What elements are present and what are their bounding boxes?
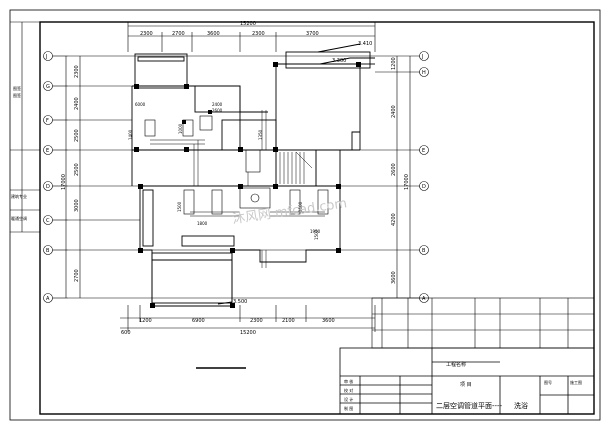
left-dim-3: 2500 [74, 129, 80, 142]
top-dim-5: 3700 [306, 31, 319, 37]
right-dim-3: 2600 [391, 163, 397, 176]
interior-dim-7: 1500 [298, 201, 303, 212]
elevation-top: 3.410 [358, 41, 372, 47]
right-dim-2: 2400 [391, 105, 397, 118]
left-dim-6: 2700 [74, 269, 80, 282]
interior-dim-1: 6000 [135, 102, 146, 107]
right-dim-1: 1200 [391, 57, 397, 70]
left-dim-2: 2400 [74, 97, 80, 110]
stair-hatch [275, 149, 317, 187]
margin-label-2: 图签 [13, 92, 21, 98]
right-total-dim: 17000 [404, 174, 410, 190]
right-dim-4: 4200 [391, 213, 397, 226]
drawing-title: 二层空调管道平面 [436, 401, 492, 410]
designer-label: 设 计 [344, 396, 353, 402]
top-total-dim: 15200 [240, 21, 256, 27]
axis-left-B: B [46, 248, 50, 254]
checker-label: 校 对 [344, 387, 353, 393]
interior-dim-10: 1950 [310, 229, 321, 234]
interior-dimensions: 6000 2400 2600 1400 1000 1500 1500 1800 … [128, 102, 321, 240]
bottom-left-dim: 600 [121, 330, 131, 336]
left-margin-strip: 图签 图签 建筑专业 暖通空调 [10, 21, 40, 233]
title-block: 工程名称 项 目 审 核 校 对 设 计 制 图 二层空调管道平面 ---- 洗… [339, 347, 595, 415]
item-label: 项 目 [460, 382, 472, 388]
interior-dim-11: 1350 [258, 129, 263, 140]
bottom-dim-1: 1200 [139, 318, 152, 324]
axis-right-B: B [422, 248, 426, 254]
elevation-bottom: 3.500 [233, 299, 247, 305]
axis-left-E: E [46, 148, 49, 154]
interior-dim-2: 2400 [212, 102, 223, 107]
left-total-dim: 17000 [61, 174, 67, 190]
margin-label-1: 图签 [13, 85, 21, 91]
top-dim-1: 2300 [140, 31, 153, 37]
bottom-dimensions: 1200 6900 2300 2100 3600 15200 600 [120, 305, 376, 336]
drawing-title-dashes: ---- [492, 402, 503, 410]
reviewer-label: 审 核 [344, 378, 353, 384]
elevation-labels: 3.410 3.300 3.500 [233, 41, 372, 305]
axis-left-D: D [46, 184, 50, 190]
axis-left-A: A [46, 296, 50, 302]
axis-right-J: J [421, 54, 423, 60]
interior-dim-3: 2600 [212, 108, 223, 113]
axis-right-H: H [422, 70, 426, 76]
bottom-total-dim: 15200 [240, 330, 256, 336]
bottom-dim-5: 3600 [322, 318, 335, 324]
bottom-dim-3: 2300 [250, 318, 263, 324]
project-label: 工程名称 [446, 361, 466, 368]
drawing-name: 洗浴 [514, 401, 528, 410]
axis-left-J: J [45, 54, 47, 60]
right-axes: J H E D B A 1200 2400 2600 4200 3600 170… [375, 51, 429, 303]
top-dim-3: 3600 [207, 31, 220, 37]
interior-dim-9: 1500 [314, 229, 319, 240]
sheet-border [9, 9, 601, 421]
top-dim-2: 2700 [172, 31, 185, 37]
stage-value: 图号 [544, 379, 552, 385]
interior-dim-4: 1400 [128, 129, 133, 140]
drawing-frame [39, 21, 595, 415]
axis-left-F: F [46, 118, 49, 124]
watermark: 沐风网 mfcad.com [231, 196, 348, 227]
drafter-label: 制 图 [344, 405, 353, 411]
stage-label: 施工图 [570, 379, 582, 385]
left-dimensions: 17000 2300 2400 2500 2500 3000 2700 [61, 56, 81, 298]
left-dim-1: 2300 [74, 65, 80, 78]
ducts [150, 110, 325, 268]
columns [134, 62, 361, 308]
elevation-mid: 3.300 [332, 58, 346, 64]
ac-units [144, 115, 329, 215]
upper-title-grid [371, 297, 595, 349]
top-dimensions: 15200 2300 2700 3600 2300 3700 [127, 21, 376, 52]
top-dim-4: 2300 [252, 31, 265, 37]
axis-right-A: A [422, 296, 426, 302]
left-dim-5: 3000 [74, 199, 80, 212]
axis-left-G: G [46, 84, 50, 90]
left-dim-4: 2500 [74, 163, 80, 176]
bottom-dim-4: 2100 [282, 318, 295, 324]
margin-label-3: 建筑专业 [11, 193, 27, 199]
interior-dim-5: 1000 [178, 123, 183, 134]
axis-right-E: E [422, 148, 425, 154]
right-dim-5: 3600 [391, 271, 397, 284]
building-plan [131, 43, 375, 308]
axis-right-D: D [422, 184, 426, 190]
axis-left-C: C [46, 218, 50, 224]
interior-dim-6: 1500 [177, 201, 182, 212]
interior-dim-8: 1800 [197, 221, 208, 226]
bottom-dim-2: 6900 [192, 318, 205, 324]
margin-label-4: 暖通空调 [11, 215, 27, 221]
